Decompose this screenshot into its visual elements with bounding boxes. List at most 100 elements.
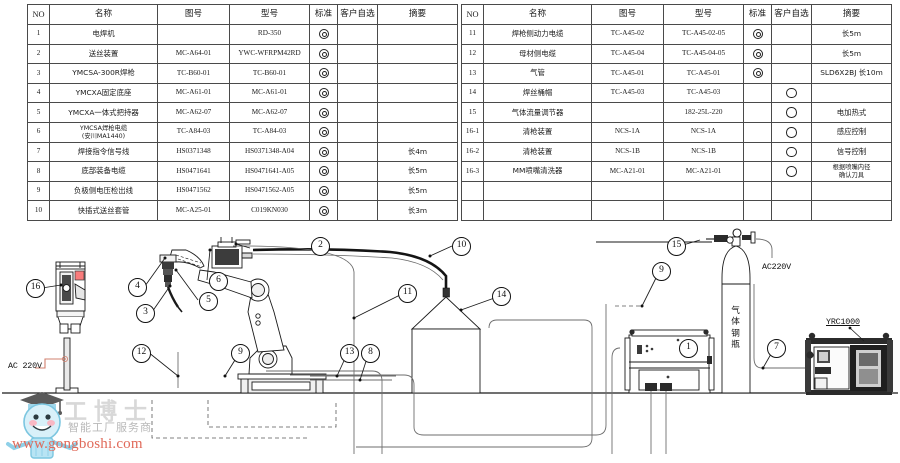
cell-standard [309, 180, 338, 202]
cell-customer-option [337, 63, 378, 84]
callout-10: 10 [452, 237, 471, 256]
cell-model: YWC-WFRPM42RD [229, 43, 310, 65]
cell-no: 1 [27, 24, 50, 45]
cell-standard [743, 121, 772, 143]
cell-remark [377, 121, 458, 143]
cell-model [663, 200, 744, 221]
cell-no: 3 [27, 63, 50, 84]
cell-remark: 长5m [811, 43, 892, 65]
wire-barrel [410, 296, 482, 394]
col-standard: 标准 [309, 4, 338, 25]
cell-drawing-no: TC-A84-03 [157, 121, 230, 143]
cell-no [461, 200, 484, 221]
optional-mark-icon [786, 127, 797, 138]
col-no: NO [27, 4, 50, 25]
cell-name: MM喷嘴清洗器 [483, 161, 592, 182]
cell-drawing-no: TC-B60-01 [157, 63, 230, 84]
label-ac-220v-right: AC220V [762, 262, 791, 272]
cell-drawing-no: HS0371348 [157, 141, 230, 163]
cell-standard [309, 63, 338, 84]
cell-standard [743, 200, 772, 221]
cell-remark [377, 82, 458, 104]
cell-remark [811, 180, 892, 202]
cell-model: RD-350 [229, 24, 310, 45]
cell-name: 焊接指令信号线 [49, 141, 158, 163]
col-customer-option: 客户自选 [337, 4, 378, 25]
cell-no: 16-1 [461, 121, 484, 143]
cell-remark [377, 63, 458, 84]
cell-remark: 长5m [377, 161, 458, 182]
cell-no: 8 [27, 161, 50, 182]
cell-customer-option [337, 161, 378, 182]
cell-standard [743, 63, 772, 84]
gas-cylinder [596, 228, 773, 394]
optional-mark-icon [786, 107, 797, 118]
cell-drawing-no: MC-A62-07 [157, 102, 230, 123]
callout-9-welder: 9 [652, 262, 671, 281]
callout-12: 12 [132, 344, 151, 363]
watermark-url: www.gongboshi.com [12, 436, 143, 452]
table-row [461, 200, 892, 221]
table-header-row: NO 名称 图号 型号 标准 客户自选 摘要 [27, 4, 458, 25]
cell-model [663, 180, 744, 202]
col-name: 名称 [483, 4, 592, 25]
col-model: 型号 [663, 4, 744, 25]
col-remark: 摘要 [377, 4, 458, 25]
cell-remark: 根据喷嘴内径确认刀具 [811, 161, 892, 182]
cell-standard [309, 24, 338, 45]
cell-remark [377, 24, 458, 45]
cell-drawing-no [591, 180, 664, 202]
cell-customer-option [337, 102, 378, 123]
cell-customer-option [337, 24, 378, 45]
cell-remark [377, 43, 458, 65]
cell-standard [743, 161, 772, 182]
cell-drawing-no: MC-A64-01 [157, 43, 230, 65]
callout-2: 2 [311, 237, 330, 256]
callout-3: 3 [136, 304, 155, 323]
cell-standard [743, 82, 772, 104]
cell-no: 12 [461, 43, 484, 65]
cell-no: 10 [27, 200, 50, 221]
cell-name: 负极侧电压检出线 [49, 180, 158, 202]
callout-7: 7 [767, 339, 786, 358]
watermark-mascot-icon [6, 392, 78, 459]
cell-customer-option [771, 200, 812, 221]
cell-model: TC-A84-03 [229, 121, 310, 143]
cell-name: 焊枪侧动力电缆 [483, 24, 592, 45]
cell-remark: 电加热式 [811, 102, 892, 123]
cell-standard [309, 43, 338, 65]
cell-model: 182-25L-220 [663, 102, 744, 123]
standard-mark-icon [318, 146, 329, 157]
cell-standard [309, 161, 338, 182]
label-ac-220v-left: AC 220V [8, 361, 42, 371]
cell-drawing-no: MC-A21-01 [591, 161, 664, 182]
cell-no: 16-3 [461, 161, 484, 182]
cell-model: NCS-1A [663, 121, 744, 143]
cell-no [461, 180, 484, 202]
cell-remark: 长3m [377, 200, 458, 221]
cell-customer-option [771, 121, 812, 143]
cell-model: NCS-1B [663, 141, 744, 163]
col-drawing-no: 图号 [157, 4, 230, 25]
cell-remark: 长5m [377, 180, 458, 202]
cell-name [483, 200, 592, 221]
cell-standard [309, 121, 338, 143]
standard-mark-icon [318, 88, 329, 99]
cell-remark: 长4m [377, 141, 458, 163]
cell-model: TC-A45-01 [663, 63, 744, 84]
cell-customer-option [337, 141, 378, 163]
cell-customer-option [337, 121, 378, 143]
cell-customer-option [771, 161, 812, 182]
standard-mark-icon [318, 48, 329, 59]
cell-name: 母材侧电缆 [483, 43, 592, 65]
cell-name: 清枪装置 [483, 121, 592, 143]
